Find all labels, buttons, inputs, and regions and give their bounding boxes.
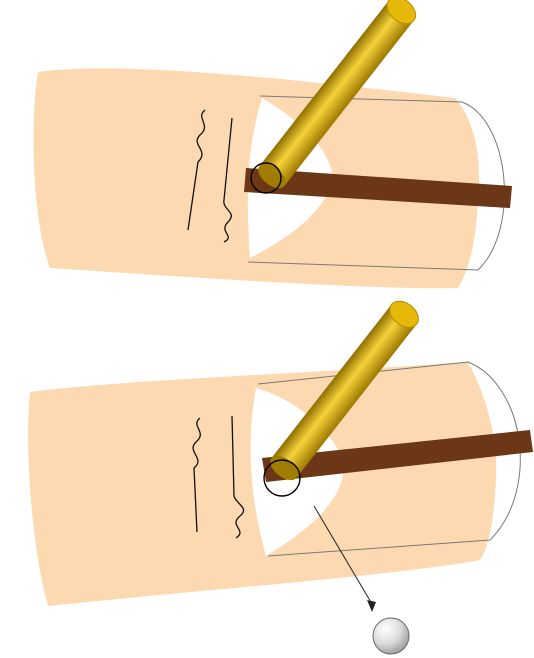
panel-top <box>34 0 512 288</box>
magnified-ball <box>373 618 409 654</box>
panel-bottom <box>28 296 533 654</box>
